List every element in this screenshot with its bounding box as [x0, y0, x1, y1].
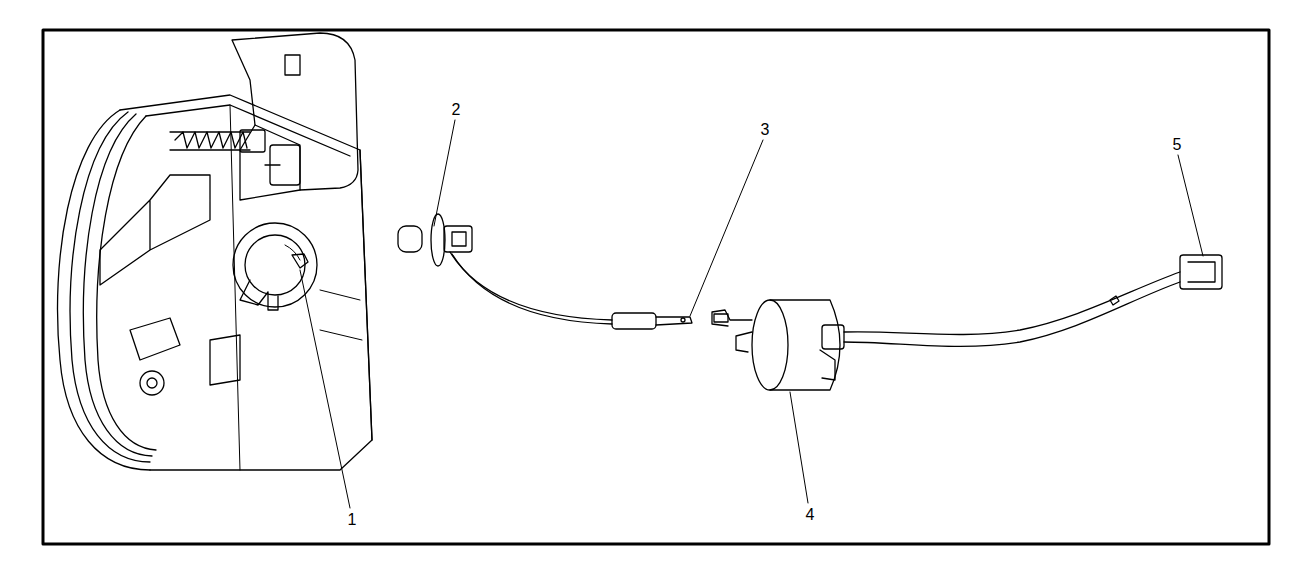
leader-line [790, 392, 808, 503]
leader-line [434, 120, 455, 226]
callout-number: 5 [1173, 137, 1182, 153]
leader-lines [300, 120, 1203, 508]
ballast-and-harness [712, 255, 1222, 390]
leader-line [690, 140, 763, 316]
fog-lamp-housing [58, 33, 373, 470]
leader-line [300, 270, 350, 508]
bulb-and-pigtail [398, 214, 692, 329]
frame-border [43, 30, 1269, 544]
callout-number: 3 [761, 122, 770, 138]
callout-number: 4 [806, 507, 815, 523]
leader-line [1178, 155, 1203, 256]
callout-number: 1 [348, 512, 357, 528]
callout-number: 2 [452, 102, 461, 118]
